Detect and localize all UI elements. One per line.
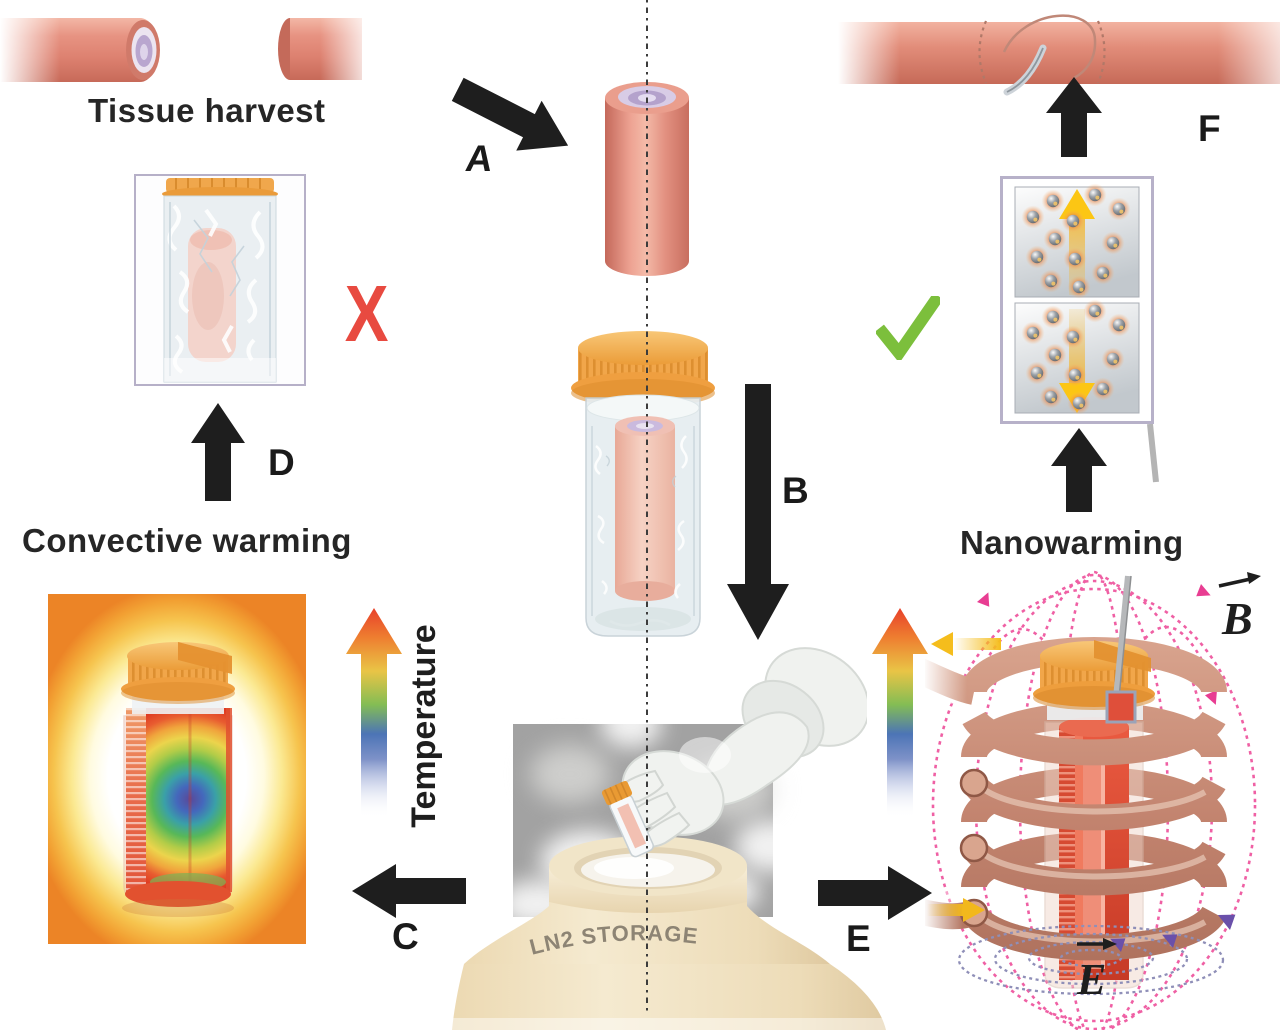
success-check-icon [876, 296, 940, 360]
vessel-left-segment [0, 14, 160, 88]
e-field-label: E [1076, 938, 1117, 1004]
current-direction-arrows [927, 632, 1001, 922]
svg-text:B: B [1221, 593, 1253, 644]
suture-thread [1002, 14, 1097, 80]
convective-vial-cutaway [121, 642, 235, 917]
vapor-cloud [735, 820, 807, 872]
convective-warming-panel [48, 594, 306, 944]
gloved-hand-illustration [601, 647, 867, 858]
temperature-probe [1112, 575, 1131, 709]
cryovial-illustration [571, 331, 715, 637]
convective-warming-label: Convective warming [22, 522, 352, 559]
arrow-c [352, 864, 466, 918]
electric-field-rings [957, 924, 1225, 996]
temperature-gradient-arrow-right [872, 608, 928, 818]
step-label-c: C [392, 916, 419, 957]
nanowarming-coil-illustration: B E [925, 570, 1261, 1030]
sample-region-outline [1105, 690, 1137, 724]
harvested-vessel-illustration [0, 14, 375, 88]
vapor-cloud [530, 745, 610, 803]
frozen-tissue-in-vial [615, 416, 675, 601]
nanoparticle-panel-bottom [1014, 299, 1140, 415]
temperature-gradient-arrow-left [346, 608, 402, 818]
arrow-b [727, 384, 789, 640]
step-label-f: F [1198, 108, 1221, 149]
tissue-harvest-label: Tissue harvest [88, 92, 326, 129]
frozen-vial-panel [134, 174, 306, 386]
step-label-e: E [846, 918, 871, 959]
vessel-right-segment [278, 14, 375, 88]
suture-needle [1003, 44, 1047, 96]
vapor-cloud [600, 700, 662, 748]
nanoparticle-panel-top [1014, 183, 1140, 299]
arrow-e [818, 866, 932, 920]
center-axis-line [646, 0, 648, 1014]
temperature-axis-label: Temperature [405, 624, 443, 828]
step-label-d: D [268, 442, 295, 483]
arrow-a [451, 77, 569, 151]
arrow-nanoparticle [1051, 428, 1107, 512]
failure-x-mark: X [344, 269, 389, 358]
step-label-a: A [463, 138, 496, 179]
b-field-label: B [1218, 572, 1261, 644]
svg-text:E: E [1076, 955, 1106, 1004]
suture-stitches [978, 20, 1106, 84]
electric-field-arrowheads [1110, 914, 1236, 952]
implanted-vessel-illustration [838, 14, 1280, 96]
small-vial-in-hand [601, 780, 654, 858]
nanoparticle-illustration [1014, 183, 1140, 415]
arrow-f [1046, 77, 1102, 157]
probe-wire-stub [1147, 423, 1159, 483]
step-label-b: B [782, 470, 809, 511]
frozen-vial-illustration [162, 178, 278, 383]
nanoparticle-panel [1000, 176, 1154, 424]
nanowarming-label: Nanowarming [960, 524, 1184, 561]
arrow-d [191, 403, 245, 501]
